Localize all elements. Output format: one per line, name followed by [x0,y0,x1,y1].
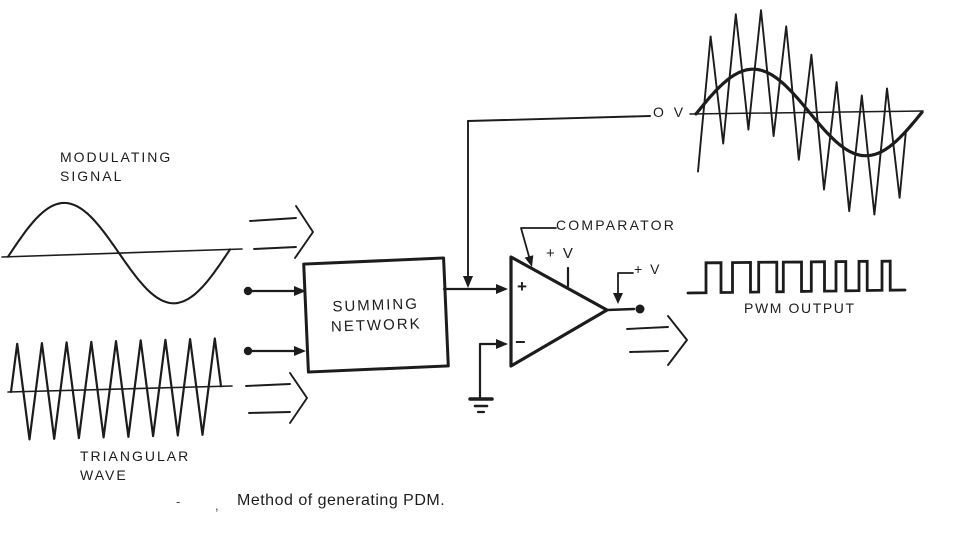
output-voltage-label: + V [634,261,662,277]
flow-arrow-output-icon [626,315,688,366]
summing-network-label: SUMMING NETWORK [305,294,446,339]
modulating-signal-label-line2: SIGNAL [60,168,124,184]
input-arrowhead-bottom-icon [294,346,306,356]
figure-caption: Method of generating PDM. [237,492,446,509]
supply-voltage-label: + V [546,245,575,262]
comparator-label: COMPARATOR [556,217,677,233]
output-terminal-dot [635,304,645,314]
caption-stray-mark-2: , [215,498,219,513]
zero-volt-lead-wire [467,115,651,122]
modulating-signal-label-line1: MODULATING [60,149,173,165]
triangular-wave-label: TRIANGULAR WAVE [80,447,190,485]
minus-input-symbol: − [515,332,526,352]
triangular-wave-label-line2: WAVE [80,467,128,483]
modulating-signal-label: MODULATING SIGNAL [60,148,172,186]
input-junction-dot-bottom [243,346,253,356]
output-supply-arrowhead-icon [613,293,623,304]
zero-volt-label: O V [653,104,687,120]
plus-input-symbol: + [517,277,527,296]
output-wire [605,307,636,312]
comparator-pointer-line [520,227,557,261]
flow-arrow-modulating-icon [249,205,314,259]
output-supply-elbow-wire [617,272,634,297]
minus-input-arrowhead-icon [496,339,508,349]
waveform-layer [1,9,924,441]
branch-down-arrowhead-icon [463,276,473,288]
input-junction-dot-top [243,286,253,296]
caption-stray-mark-1: - [176,494,181,509]
triangular-wave-label-line1: TRIANGULAR [80,448,191,464]
summing-network-box [302,256,450,374]
flow-arrow-triangular-icon [245,372,308,424]
pwm-output-label: PWM OUTPUT [744,300,856,316]
comparator-plus-arrowhead-icon [496,284,508,294]
input-arrowhead-top-icon [294,286,306,296]
comparator-triangle [509,255,609,368]
minus-input-wire [478,342,500,399]
comparator-pointer-arrowhead-icon [524,255,534,267]
